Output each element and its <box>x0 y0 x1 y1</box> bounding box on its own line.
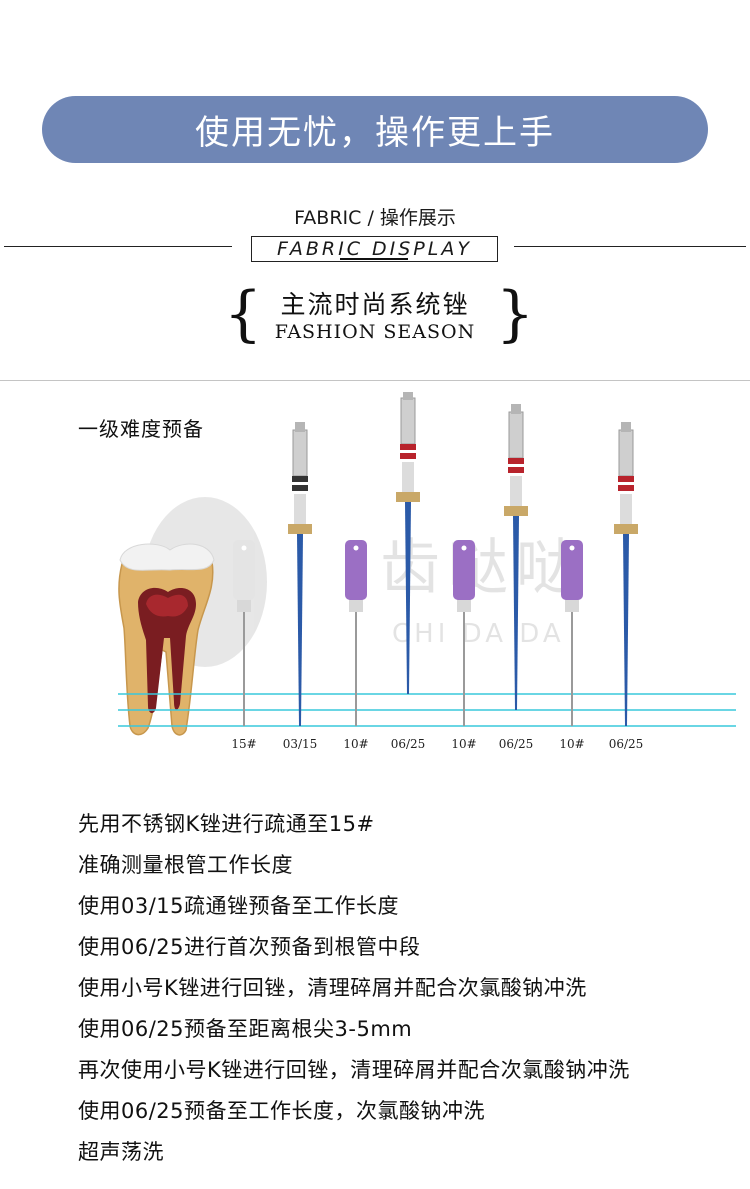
rotary-band <box>400 444 416 450</box>
rotary-stopper <box>614 524 638 534</box>
divider-line-left <box>4 246 232 247</box>
season-title-en: FASHION SEASON <box>274 321 476 343</box>
k-file-stopper <box>457 598 471 612</box>
rotary-stopper <box>396 492 420 502</box>
rotary-neck <box>620 494 632 524</box>
fabric-display-label: FABRIC DISPLAY <box>251 236 498 262</box>
season-title-cn: 主流时尚系统锉 <box>280 290 470 319</box>
step-item: 使用03/15疏通锉预备至工作长度 <box>78 894 400 918</box>
rotary-shank-top <box>403 392 413 400</box>
rotary-shank <box>618 429 634 477</box>
file-size-label: 15# <box>231 737 256 751</box>
headline-text: 使用无忧，操作更上手 <box>195 113 555 153</box>
divider-line-right <box>514 246 746 247</box>
rotary-band <box>618 476 634 482</box>
rotary-band <box>618 485 634 491</box>
rotary-file: 06/25 <box>499 404 534 751</box>
k-file-handle <box>453 540 475 600</box>
section-divider <box>0 380 750 381</box>
k-file-hole <box>461 545 467 551</box>
rotary-band <box>508 458 524 464</box>
file-size-label: 10# <box>343 737 368 751</box>
rotary-file: 06/25 <box>609 422 644 751</box>
k-file-hole <box>569 545 575 551</box>
k-file-stopper <box>565 598 579 612</box>
k-file-hole <box>353 545 359 551</box>
rotary-neck <box>402 462 414 492</box>
rotary-neck <box>510 476 522 506</box>
step-item: 再次使用小号K锉进行回锉，清理碎屑并配合次氯酸钠冲洗 <box>78 1058 630 1082</box>
watermark-cn: 齿哒哒 <box>380 533 584 603</box>
k-file: 10# <box>559 540 585 751</box>
rotary-shank-top <box>295 422 305 432</box>
rotary-blade <box>405 502 411 694</box>
display-underline <box>340 258 408 260</box>
k-file-handle <box>345 540 367 600</box>
file-size-label: 03/15 <box>283 737 318 751</box>
headline-banner: 使用无忧，操作更上手 <box>42 96 708 163</box>
rotary-band <box>400 453 416 459</box>
tooth-illustration <box>118 543 215 736</box>
rotary-file: 03/15 <box>283 422 318 751</box>
rotary-blade <box>623 534 629 726</box>
k-file: 10# <box>451 540 477 751</box>
file-size-label: 06/25 <box>391 737 426 751</box>
file-size-label: 10# <box>559 737 584 751</box>
k-file-handle <box>561 540 583 600</box>
step-item: 使用06/25进行首次预备到根管中段 <box>78 935 421 959</box>
rotary-shank <box>292 429 308 477</box>
file-size-label: 06/25 <box>499 737 534 751</box>
rotary-band <box>292 485 308 491</box>
rotary-blade <box>297 534 303 726</box>
step-item: 准确测量根管工作长度 <box>78 853 293 877</box>
rotary-band <box>292 476 308 482</box>
k-file-handle <box>233 540 255 600</box>
step-item: 超声荡洗 <box>78 1140 164 1164</box>
k-file-stopper <box>237 598 251 612</box>
section-subtitle: FABRIC / 操作展示 <box>294 207 456 229</box>
rotary-stopper <box>288 524 312 534</box>
step-item: 使用06/25预备至距离根尖3-5mm <box>78 1017 413 1041</box>
left-brace: { <box>224 279 263 349</box>
k-file-stopper <box>349 598 363 612</box>
k-file-hole <box>241 545 247 551</box>
rotary-shank <box>400 397 416 445</box>
rotary-blade <box>513 516 519 710</box>
file-size-label: 06/25 <box>609 737 644 751</box>
rotary-shank-top <box>511 404 521 414</box>
k-file: 10# <box>343 540 369 751</box>
step-item: 使用小号K锉进行回锉，清理碎屑并配合次氯酸钠冲洗 <box>78 976 587 1000</box>
rotary-band <box>508 467 524 473</box>
difficulty-level-label: 一级难度预备 <box>78 417 204 441</box>
rotary-neck <box>294 494 306 524</box>
right-brace: } <box>496 279 535 349</box>
k-file: 15# <box>231 540 257 751</box>
rotary-shank <box>508 411 524 459</box>
step-item: 先用不锈钢K锉进行疏通至15# <box>78 812 375 836</box>
rotary-stopper <box>504 506 528 516</box>
rotary-file: 06/25 <box>391 392 426 751</box>
file-sequence-diagram: 齿哒哒 CHI DA DA 15# 03/15 10# 06/25 10# 06/25 10… <box>118 392 736 751</box>
watermark-en: CHI DA DA <box>392 619 565 649</box>
file-size-label: 10# <box>451 737 476 751</box>
step-item: 使用06/25预备至工作长度，次氯酸钠冲洗 <box>78 1099 486 1123</box>
rotary-shank-top <box>621 422 631 432</box>
files-layer: 15# 03/15 10# 06/25 10# 06/25 10# 06/25 <box>231 392 643 751</box>
